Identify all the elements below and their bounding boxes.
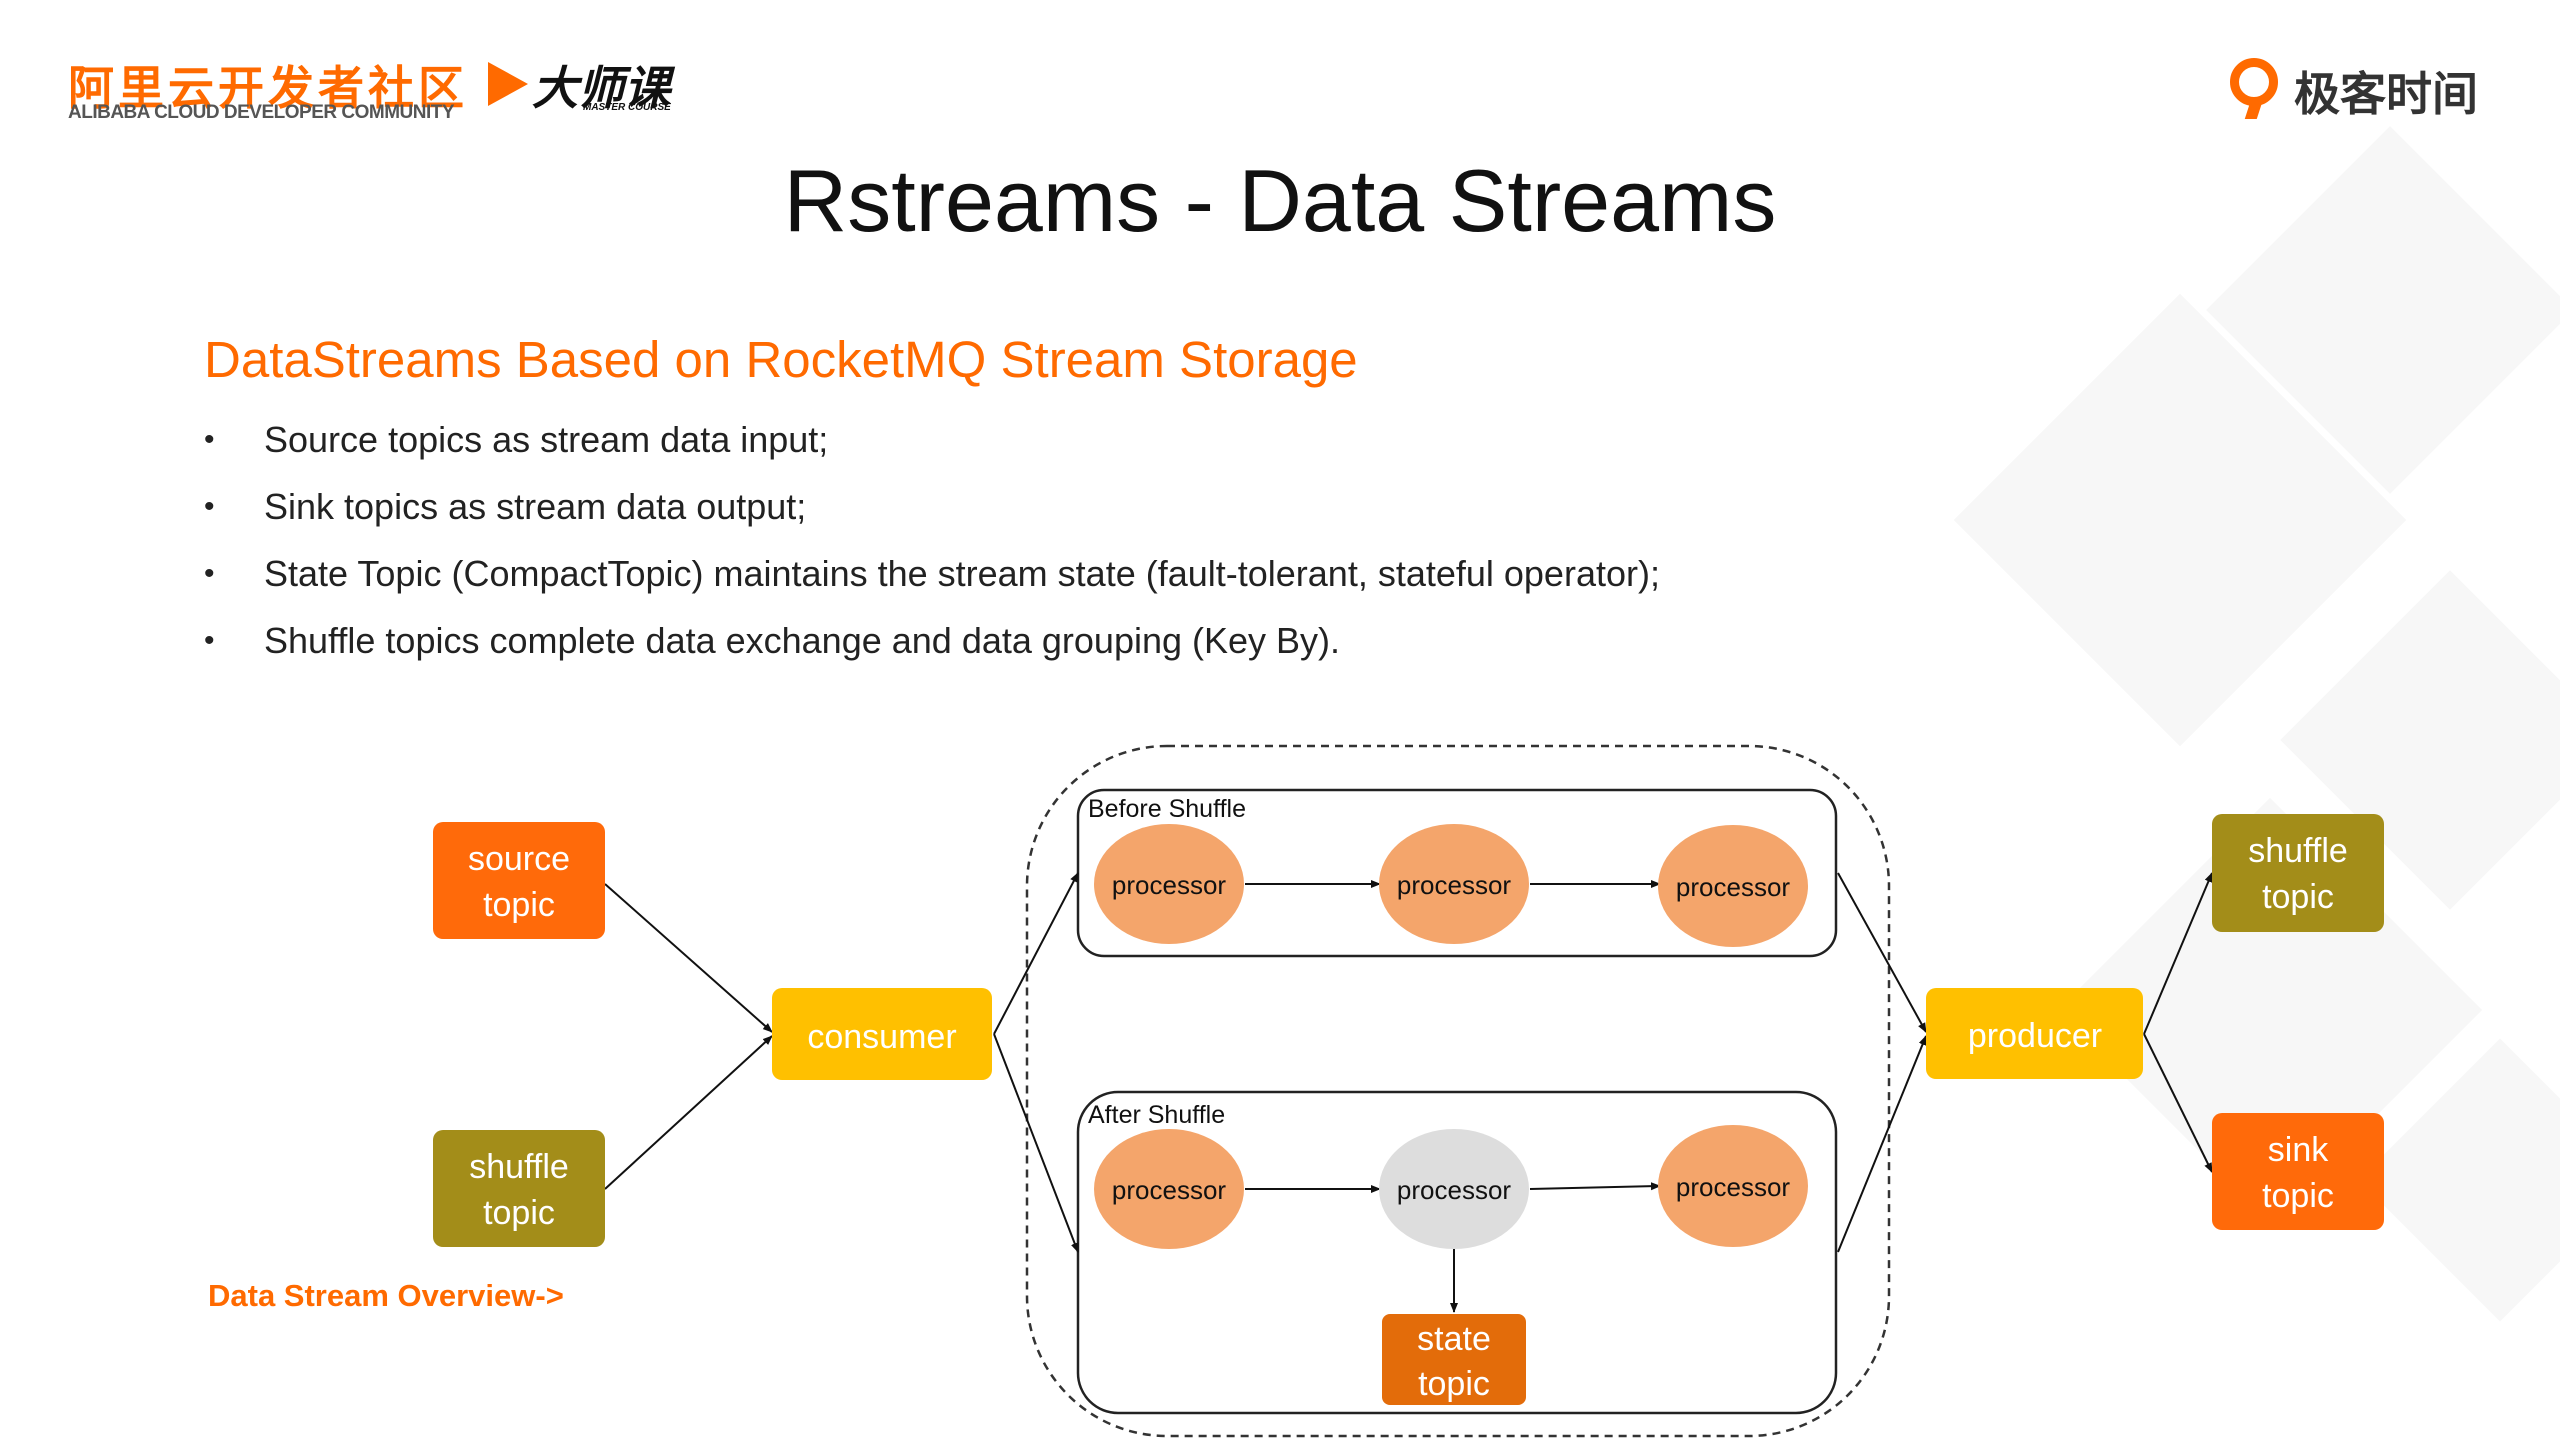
slide-title: Rstreams - Data Streams [783, 151, 1777, 250]
connector-arrow [604, 883, 773, 1033]
connector-arrow [993, 872, 1079, 1035]
shuffle-topic-out-line1: shuffle [2248, 832, 2348, 870]
shuffle-topic-out-label: shuffle topic [2248, 832, 2348, 916]
connector-arrow [2143, 1033, 2213, 1173]
bullet-item: Source topics as stream data input; [204, 420, 1660, 461]
before-shuffle-label: Before Shuffle [1088, 795, 1246, 823]
sink-topic-line1: sink [2268, 1131, 2329, 1169]
shuffle-topic-in-line2: topic [483, 1194, 555, 1232]
master-course-logo: 大师课 [532, 62, 670, 114]
connector-arrow [604, 1035, 773, 1190]
source-topic-label: source topic [468, 840, 570, 924]
shuffle-topic-in-node [433, 1130, 605, 1247]
bullet-item: Sink topics as stream data output; [204, 487, 1660, 528]
alibaba-cloud-logo: 阿里云开发者社区 [68, 62, 468, 114]
processor-node [1094, 824, 1244, 944]
connector-arrow [993, 1033, 1079, 1253]
data-stream-overview-link[interactable]: Data Stream Overview-> [208, 1278, 564, 1313]
geekbang-logo: 极客时间 [2294, 68, 2478, 120]
bullet-list: Source topics as stream data input; Sink… [204, 420, 1660, 688]
processor-label: processor [1112, 1175, 1226, 1205]
processor-label: processor [1397, 870, 1511, 900]
play-icon [488, 62, 528, 106]
source-topic-line2: topic [483, 886, 555, 924]
processor-node [1658, 1125, 1808, 1247]
connector-arrow [1837, 872, 1927, 1033]
processor-label: processor [1676, 1172, 1790, 1202]
bullet-item: State Topic (CompactTopic) maintains the… [204, 554, 1660, 595]
slide-subtitle: DataStreams Based on RocketMQ Stream Sto… [204, 331, 1358, 388]
consumer-label: consumer [807, 1018, 956, 1056]
shuffle-topic-in-label: shuffle topic [469, 1148, 569, 1232]
bullet-item: Shuffle topics complete data exchange an… [204, 621, 1660, 662]
consumer-node [772, 988, 992, 1080]
master-course-logo-subtext: MASTER COURSE [583, 102, 671, 113]
processor-node [1379, 824, 1529, 944]
geekbang-logo-icon [2230, 58, 2278, 106]
processor-node [1094, 1129, 1244, 1249]
processor-node-stateful [1379, 1129, 1529, 1249]
processor-node [1658, 825, 1808, 947]
state-topic-node [1382, 1314, 1526, 1405]
state-topic-line2: topic [1418, 1365, 1490, 1403]
connector-arrow [1529, 1182, 1661, 1191]
state-topic-label: state topic [1417, 1320, 1491, 1403]
sink-topic-node [2212, 1113, 2384, 1230]
sink-topic-line2: topic [2262, 1177, 2334, 1215]
processor-label: processor [1397, 1175, 1511, 1205]
processing-container [1025, 744, 1891, 1438]
source-topic-node [433, 822, 605, 939]
after-shuffle-label: After Shuffle [1088, 1101, 1225, 1129]
processor-label: processor [1112, 870, 1226, 900]
connector-arrow [1837, 1035, 1927, 1253]
state-topic-line1: state [1417, 1320, 1491, 1358]
sink-topic-label: sink topic [2262, 1131, 2334, 1215]
shuffle-topic-out-node [2212, 814, 2384, 932]
shuffle-topic-out-line2: topic [2262, 878, 2334, 916]
connector-arrow [2143, 872, 2213, 1035]
shuffle-topic-in-line1: shuffle [469, 1148, 569, 1186]
producer-node [1926, 988, 2143, 1079]
producer-label: producer [1968, 1017, 2102, 1055]
source-topic-line1: source [468, 840, 570, 878]
alibaba-cloud-logo-subtext: ALIBABA CLOUD DEVELOPER COMMUNITY [68, 102, 455, 123]
processor-label: processor [1676, 872, 1790, 902]
